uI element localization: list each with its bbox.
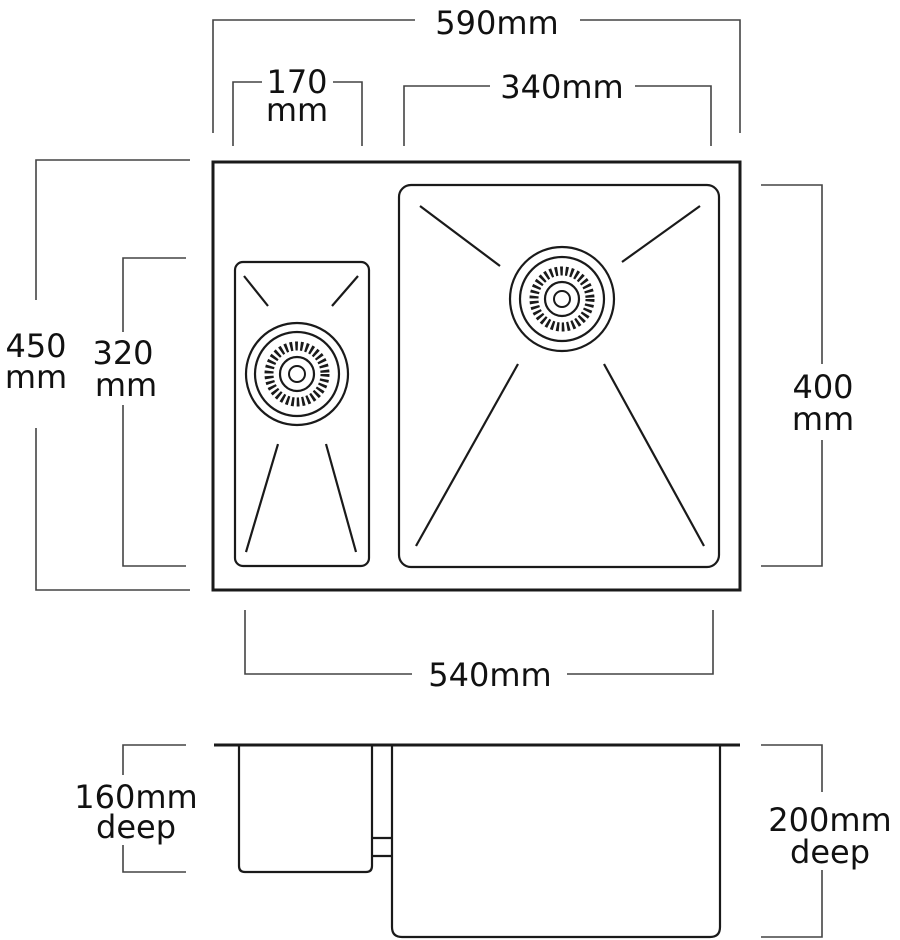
small-bowl-width-unit: mm <box>266 91 328 129</box>
small-bowl-depth-unit: deep <box>96 808 176 846</box>
cutout-width-dimension: 540mm <box>244 610 714 694</box>
small-bowl-depth-value: 160mm <box>74 778 197 816</box>
sink-outer-frame <box>211 160 742 592</box>
small-bowl-section <box>237 745 374 874</box>
small-bowl-width-dimension: 170 mm <box>232 63 363 146</box>
small-bowl-outline <box>233 260 371 568</box>
large-bowl-drain-icon <box>508 245 616 353</box>
large-bowl-width-label: 340mm <box>500 68 623 106</box>
large-bowl-depth-unit: deep <box>790 833 870 871</box>
sink-plan-view <box>211 160 742 592</box>
small-bowl-length-value: 320 <box>92 334 153 372</box>
large-bowl-width-dimension: 340mm <box>403 68 712 146</box>
small-bowl-width-value: 170 <box>266 63 327 101</box>
small-bowl-length-unit: mm <box>95 366 157 404</box>
large-bowl-length-dimension: 400 mm <box>761 184 854 567</box>
overall-width-label: 590mm <box>435 4 558 42</box>
large-bowl-length-unit: mm <box>792 400 854 438</box>
small-bowl <box>233 260 371 568</box>
sink-section-view <box>214 743 740 939</box>
large-bowl-depth-dimension: 200mm deep <box>761 744 892 938</box>
small-bowl-drain-icon <box>244 321 350 427</box>
overall-depth-dimension: 450 mm <box>5 159 190 591</box>
small-bowl-length-dimension: 320 mm <box>92 257 186 567</box>
cutout-width-label: 540mm <box>428 656 551 694</box>
large-bowl-depth-value: 200mm <box>768 801 891 839</box>
large-bowl-section <box>390 745 722 939</box>
small-bowl-depth-dimension: 160mm deep <box>74 744 198 873</box>
overall-width-dimension: 590mm <box>212 4 741 133</box>
large-bowl-outline <box>397 183 721 569</box>
overall-depth-unit: mm <box>5 358 67 396</box>
overall-depth-value: 450 <box>5 327 66 365</box>
large-bowl <box>397 183 721 569</box>
large-bowl-length-value: 400 <box>792 368 853 406</box>
